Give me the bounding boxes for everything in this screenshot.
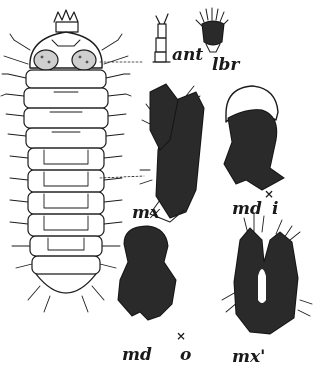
label-md-inner: md <box>232 199 262 219</box>
mandible-outer-drawing <box>118 226 176 320</box>
labium-drawing <box>222 214 312 334</box>
larva-eye-left <box>34 50 58 70</box>
mandible-inner-drawing <box>224 86 284 190</box>
label-md-outer-x: × <box>176 329 186 343</box>
larva-head <box>30 32 102 70</box>
antenna-drawing <box>153 14 170 62</box>
label-md-inner-suffix: i <box>272 199 278 219</box>
label-md-outer-suffix: o <box>180 345 191 365</box>
larva-segments <box>24 70 108 293</box>
larva-dorsal-view <box>1 10 144 312</box>
label-lbr: lbr <box>212 55 240 75</box>
label-mx-prime: mx' <box>232 347 265 367</box>
maxilla-drawing <box>140 84 204 222</box>
label-md-outer: md <box>122 345 152 365</box>
label-mx: mx <box>132 203 161 223</box>
larva-setae <box>1 34 131 312</box>
label-ant: ant <box>172 45 203 65</box>
larva-head-crown <box>54 10 78 32</box>
larva-eye-right <box>72 50 96 70</box>
